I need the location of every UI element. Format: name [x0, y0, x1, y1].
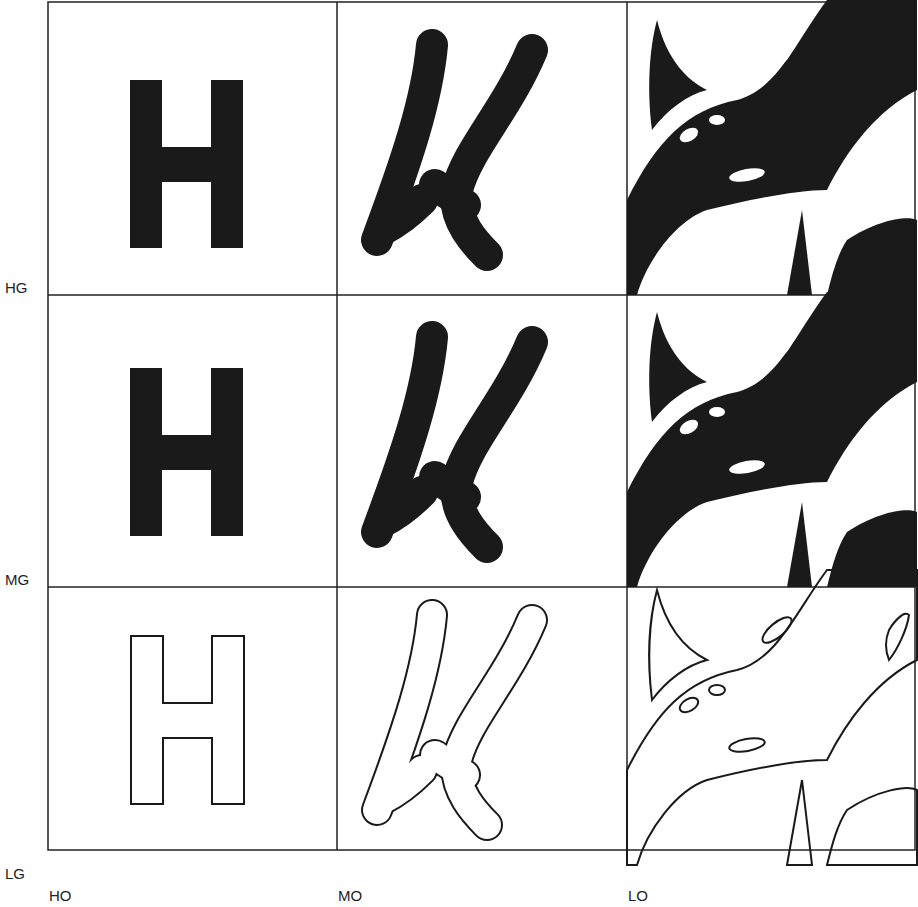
outline-blobs: [627, 570, 917, 865]
outline-h: [131, 636, 244, 804]
axis-label: MO: [337, 888, 363, 903]
filled-k: [377, 45, 532, 255]
outline-k: [377, 615, 532, 825]
axis-label: HG: [4, 280, 29, 295]
axis-label: LG: [4, 866, 26, 881]
filled-blobs: [627, 0, 917, 295]
filled-h: [130, 80, 243, 248]
axis-label: MG: [4, 572, 30, 587]
axis-label: HO: [48, 888, 73, 903]
filled-blobs: [627, 292, 917, 587]
filled-k: [377, 337, 532, 547]
axis-label: LO: [627, 888, 649, 903]
filled-h: [130, 368, 243, 536]
